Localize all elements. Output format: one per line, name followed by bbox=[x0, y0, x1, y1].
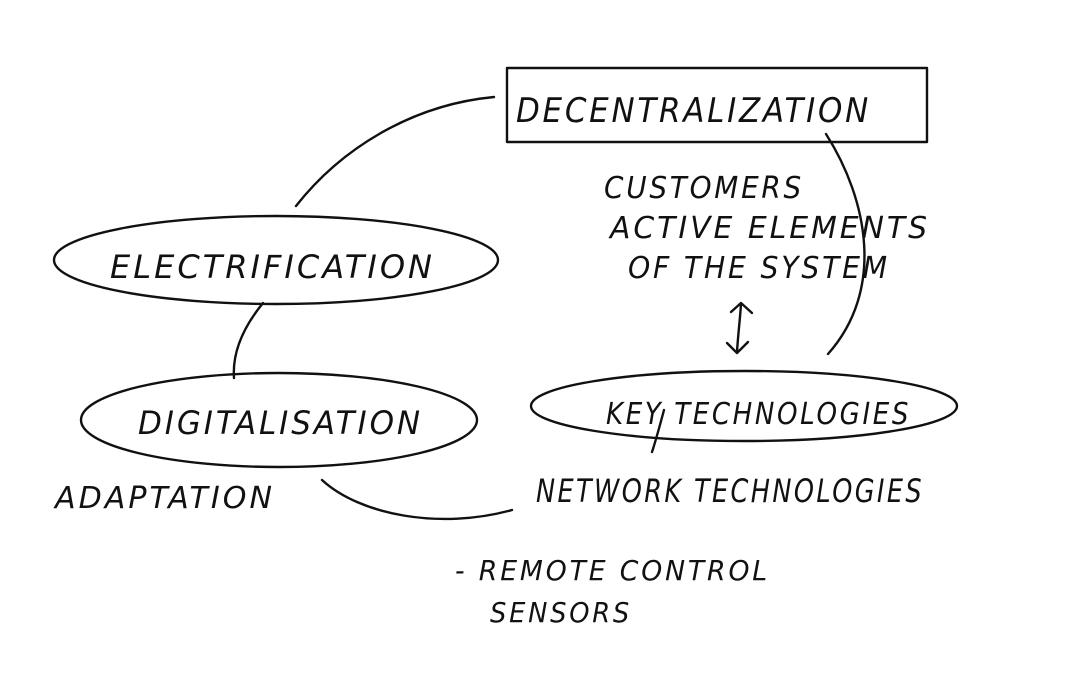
node-decentralization: DECENTRALIZATION bbox=[505, 66, 929, 144]
connector-electrification-decentralization bbox=[294, 95, 496, 208]
digitalisation-ellipse bbox=[79, 371, 479, 469]
connector-key-technologies-network-technologies bbox=[650, 408, 666, 454]
note-adaptation: ADAPTATION bbox=[53, 481, 275, 516]
key-technologies-ellipse bbox=[529, 369, 959, 443]
electrification-ellipse bbox=[52, 214, 500, 306]
note-active-elements: ACTIVE ELEMENTS bbox=[608, 211, 930, 246]
key-technologies-label: KEY TECHNOLOGIES bbox=[606, 397, 911, 432]
electrification-label: ELECTRIFICATION bbox=[110, 248, 435, 286]
node-digitalisation: DIGITALISATION bbox=[79, 371, 479, 469]
note-remote-control: - REMOTE CONTROL bbox=[455, 554, 770, 587]
decentralization-label: DECENTRALIZATION bbox=[516, 91, 871, 131]
note-customers: CUSTOMERS bbox=[604, 171, 804, 206]
node-key-technologies: KEY TECHNOLOGIES bbox=[529, 369, 959, 443]
connector-electrification-digitalisation bbox=[232, 301, 265, 380]
digitalisation-label: DIGITALISATION bbox=[138, 404, 423, 442]
note-of-the-system: OF THE SYSTEM bbox=[628, 251, 890, 286]
decentralization-box bbox=[505, 66, 929, 144]
connector-digitalisation-network-technologies bbox=[320, 478, 514, 521]
note-network-technologies: NETWORK TECHNOLOGIES bbox=[536, 472, 924, 510]
double-arrow-icon bbox=[725, 301, 754, 355]
connector-decentralization-key-technologies bbox=[824, 132, 866, 356]
note-sensors: SENSORS bbox=[490, 596, 632, 629]
node-electrification: ELECTRIFICATION bbox=[52, 214, 500, 306]
